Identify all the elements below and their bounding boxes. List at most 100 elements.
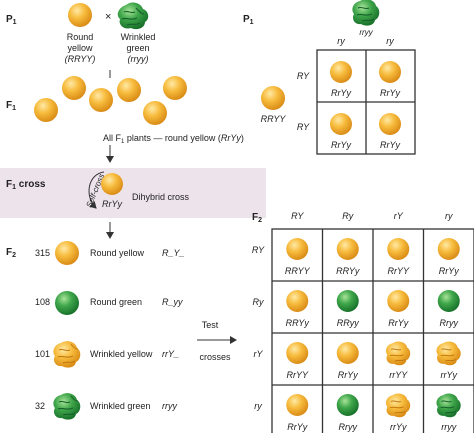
punnett-genotype: RRyy	[337, 318, 359, 328]
top-row-gamete: RY	[297, 122, 310, 132]
svg-text:RrYy: RrYy	[380, 88, 400, 98]
punnett-genotype: Rryy	[339, 422, 358, 432]
round-yellow-pea	[437, 238, 460, 260]
f2-row: 32 Wrinkled green rryy	[35, 393, 177, 420]
f2-row: 108 Round green R_yy	[35, 291, 183, 315]
punnett-genotype: rrYy	[390, 422, 407, 432]
punnett-row-gamete: RY	[252, 245, 265, 255]
punnett-cell: rrYY	[386, 341, 411, 380]
round-yellow-pea	[387, 238, 410, 260]
punnett-genotype: RrYy	[439, 266, 459, 276]
test-label-line1: Test	[202, 320, 219, 330]
punnett-genotype: RrYy	[338, 370, 358, 380]
round-green-pea	[336, 290, 359, 312]
f1-pea	[117, 78, 141, 102]
punnett-cell: RrYy	[437, 238, 460, 276]
punnett-cell: Rryy	[437, 290, 460, 328]
wrinkled-yellow-pea	[436, 341, 461, 366]
svg-text:RrYy: RrYy	[331, 88, 351, 98]
punnett-cell: RrYy	[387, 290, 410, 328]
pea-body	[386, 341, 411, 366]
parent2-line1: Wrinkled	[121, 32, 156, 42]
round-yellow-pea	[55, 241, 79, 265]
f2-phenotype: Round green	[90, 297, 142, 307]
punnett-row-gamete: Ry	[253, 297, 264, 307]
parent1-genotype: (RRYY)	[65, 54, 96, 64]
dihybrid-cross-label: Dihybrid cross	[132, 192, 190, 202]
top-punnett-cell: RrYy	[379, 61, 401, 98]
punnett-genotype: RrYy	[388, 318, 408, 328]
punnett-col-gamete: RY	[291, 211, 304, 221]
parent2-line2: green	[126, 43, 149, 53]
round-yellow-pea	[286, 394, 309, 416]
wrinkled-green-pea	[436, 393, 461, 418]
round-green-pea	[437, 290, 460, 312]
f2-label: F2	[6, 247, 16, 259]
top-right-wrinkled-green-pea	[352, 0, 380, 26]
f1-label: F1	[6, 100, 16, 112]
punnett-genotype: rrYY	[389, 370, 408, 380]
top-right-round-yellow-pea	[261, 86, 285, 110]
punnett-col-gamete: ry	[445, 211, 453, 221]
punnett-row-gamete: ry	[254, 401, 262, 411]
punnett-cell: RrYy	[286, 394, 309, 432]
f2-count: 32	[35, 401, 45, 411]
parent2-genotype: (rryy)	[128, 54, 149, 64]
pea-body	[386, 393, 411, 418]
self-cross-arrow	[88, 171, 105, 209]
round-yellow-pea	[286, 290, 309, 312]
punnett-genotype: RrYy	[287, 422, 307, 432]
pea-wrinkles	[440, 400, 457, 414]
punnett-cell: rrYy	[386, 393, 411, 432]
f1-pea	[34, 98, 58, 122]
svg-text:RrYy: RrYy	[380, 140, 400, 150]
top-right-parent-genotype: rryy	[359, 28, 373, 37]
pea-wrinkles	[440, 348, 457, 362]
round-green-pea	[336, 394, 359, 416]
f2-genotype: rrY_	[162, 349, 179, 359]
top-right-p1-label: P1	[243, 14, 254, 26]
parent1-line1: Round	[67, 32, 94, 42]
f2-row: 101 Wrinkled yellow rrY_	[35, 341, 179, 368]
f1-cross-label: F1 cross	[6, 179, 46, 191]
punnett-cell: RRYY	[285, 238, 311, 276]
round-yellow-pea	[336, 342, 359, 364]
f2-row: 315 Round yellow R_Y_	[35, 241, 185, 265]
f1-cross-pea	[101, 173, 123, 195]
punnett-cell: rryy	[436, 393, 461, 432]
punnett-col-gamete: Ry	[342, 211, 353, 221]
wrinkled-yellow-pea	[386, 341, 411, 366]
punnett-genotype: rrYy	[441, 370, 458, 380]
f2-genotype: R_yy	[162, 297, 183, 307]
top-right-left-genotype: RRYY	[261, 114, 287, 124]
f2-phenotype: Round yellow	[90, 248, 145, 258]
round-yellow-pea	[336, 238, 359, 260]
pea-wrinkles	[389, 348, 406, 362]
cross-symbol: ×	[105, 11, 111, 23]
top-punnett-grid	[316, 49, 416, 155]
f2-genotype: rryy	[162, 401, 177, 411]
f1-caption: All F1 plants — round yellow (RrYy)	[103, 133, 244, 145]
f2-count: 101	[35, 349, 50, 359]
top-punnett-cell: RrYy	[379, 113, 401, 150]
f2-count: 315	[35, 248, 50, 258]
punnett-row-gamete: rY	[254, 349, 264, 359]
top-col-gamete: ry	[337, 36, 345, 46]
round-yellow-pea	[286, 342, 309, 364]
pea-wrinkles	[389, 400, 406, 414]
f1-pea	[62, 76, 86, 100]
punnett-cell: RrYY	[286, 342, 309, 380]
top-punnett-cell: RrYy	[330, 113, 352, 150]
f1-pea	[89, 88, 113, 112]
p1-label: P1	[6, 14, 17, 26]
f2-phenotype: Wrinkled yellow	[90, 349, 153, 359]
parent1-line2: yellow	[67, 43, 93, 53]
f2-genotype: R_Y_	[162, 248, 185, 258]
punnett-cell: rrYy	[436, 341, 461, 380]
test-label-line2: crosses	[199, 352, 231, 362]
punnett-cell: Rryy	[336, 394, 359, 432]
f1-pea	[163, 76, 187, 100]
